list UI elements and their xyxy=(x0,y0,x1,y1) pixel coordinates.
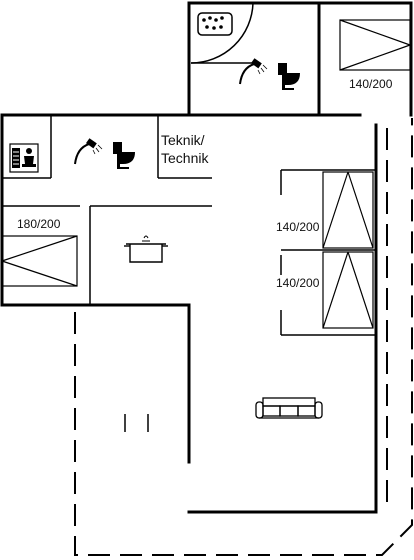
bed-left xyxy=(1,235,78,287)
terrace-dashed-line xyxy=(74,118,413,556)
bed-left-diag1 xyxy=(1,235,78,262)
sauna-icon xyxy=(9,143,39,173)
bed-size-label-left: 180/200 xyxy=(17,217,61,231)
bed-left-diag2 xyxy=(1,260,78,287)
shower-icon xyxy=(74,138,103,165)
toilet-icon xyxy=(113,142,135,169)
bed-top-right-diag2 xyxy=(339,44,411,71)
bed-middle-upper-diag2 xyxy=(347,171,374,249)
left-wing-outer-wall xyxy=(0,113,191,464)
sofa-icon xyxy=(255,397,323,419)
bed-middle-lower-diag1 xyxy=(322,251,349,329)
bed-size-label-top-right: 140/200 xyxy=(349,77,393,91)
technical-room-label-line1: Teknik/ xyxy=(161,132,205,148)
bed-middle-upper-frame xyxy=(322,171,374,249)
cooking-pot-icon xyxy=(124,235,168,263)
whirlpool-bath-icon xyxy=(197,12,233,36)
door-arc xyxy=(190,2,254,64)
interior-walls xyxy=(2,115,376,336)
technical-room-label-line2: Technik xyxy=(161,150,209,166)
terrace-outline xyxy=(74,118,413,556)
toilet-icon xyxy=(278,63,300,90)
outer-wall-top xyxy=(187,1,413,117)
bed-middle-upper-diag1 xyxy=(322,171,349,249)
bed-top-right-diag1 xyxy=(339,19,411,46)
bed-top-right-frame xyxy=(339,19,411,71)
shower-icon xyxy=(239,58,268,85)
bed-left-frame xyxy=(1,235,78,287)
bed-middle-lower xyxy=(322,251,374,329)
bed-middle-lower-diag2 xyxy=(347,251,374,329)
bed-size-label-middle-upper: 140/200 xyxy=(276,220,320,234)
bed-size-label-middle-lower: 140/200 xyxy=(276,276,320,290)
bed-middle-lower-frame xyxy=(322,251,374,329)
terrace-marks xyxy=(124,414,149,432)
bed-top-right xyxy=(339,19,411,71)
bed-middle-upper xyxy=(322,171,374,249)
door-swing xyxy=(190,2,254,64)
